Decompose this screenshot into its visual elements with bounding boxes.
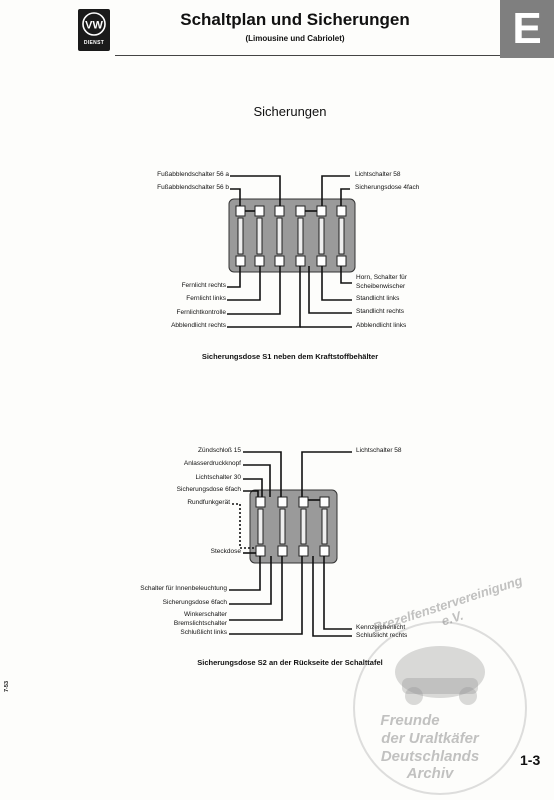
section-tab: E: [500, 0, 554, 58]
label-schlusslicht-rechts: Schlußlicht rechts: [356, 632, 408, 639]
label-scheibenwischer: Scheibenwischer: [356, 283, 406, 290]
label-bremslichtschalter: Bremslichtschalter: [173, 620, 227, 627]
label-abblendlicht-links: Abblendlicht links: [356, 322, 407, 329]
side-note: 7-53: [4, 680, 10, 692]
watermark-line-1: Freunde: [380, 712, 440, 729]
label-fernlichtkontrolle: Fernlichtkontrolle: [176, 309, 227, 316]
label-lichtschalter-58-box2: Lichtschalter 58: [356, 447, 402, 454]
header-rule: [115, 55, 500, 56]
label-innenbeleuchtung: Schalter für Innenbeleuchtung: [140, 585, 227, 592]
label-zuendschloss-15: Zündschloß 15: [198, 447, 241, 454]
label-anlasserdruckknopf: Anlasserdruckknopf: [183, 460, 241, 467]
page-subtitle: (Limousine und Cabriolet): [245, 34, 345, 43]
label-horn-schalter: Horn, Schalter für: [356, 274, 407, 281]
label-standlicht-rechts: Standlicht rechts: [356, 308, 405, 315]
section-title: Sicherungen: [253, 104, 327, 119]
label-rundfunkgeraet: Rundfunkgerät: [187, 499, 230, 506]
watermark-line-4: Archiv: [406, 765, 454, 782]
label-sicherungsdose-6fach-top: Sicherungsdose 6fach: [176, 486, 241, 493]
caption-box1: Sicherungsdose S1 neben dem Kraftstoffbe…: [201, 352, 379, 361]
label-steckdose: Steckdose: [210, 548, 241, 555]
label-sicherungsdose-4fach: Sicherungsdose 4fach: [355, 184, 420, 191]
label-lichtschalter-58: Lichtschalter 58: [355, 171, 401, 178]
label-kennzeichenlicht: Kennzeichenlicht: [356, 624, 406, 631]
label-abblendlicht-rechts: Abblendlicht rechts: [171, 322, 226, 329]
label-fussabblendschalter-56b: Fußabblendschalter 56 b: [157, 184, 229, 191]
page-number: 1-3: [520, 752, 541, 768]
label-schlusslicht-links: Schlußlicht links: [180, 629, 227, 636]
label-fernlicht-rechts: Fernlicht rechts: [181, 282, 226, 289]
label-lichtschalter-30: Lichtschalter 30: [195, 474, 241, 481]
svg-text:VW: VW: [85, 20, 103, 32]
label-fussabblendschalter-56a: Fußabblendschalter 56 a: [157, 171, 229, 178]
watermark-line-2: der Uraltkäfer: [381, 730, 479, 747]
label-fernlicht-links: Fernlicht links: [186, 295, 226, 302]
label-sicherungsdose-6fach-bottom: Sicherungsdose 6fach: [162, 599, 227, 606]
label-winkerschalter: Winkerschalter: [184, 611, 227, 618]
caption-box2: Sicherungsdose S2 an der Rückseite der S…: [197, 658, 383, 667]
logo-badge-label: DIENST: [83, 40, 105, 46]
vw-logo: VW: [78, 9, 110, 51]
watermark-seal: [353, 621, 527, 795]
watermark-line-3: Deutschlands: [380, 748, 480, 765]
label-standlicht-links: Stand­licht links: [356, 295, 400, 302]
page-title: Schaltplan und Sicherungen: [180, 10, 410, 29]
